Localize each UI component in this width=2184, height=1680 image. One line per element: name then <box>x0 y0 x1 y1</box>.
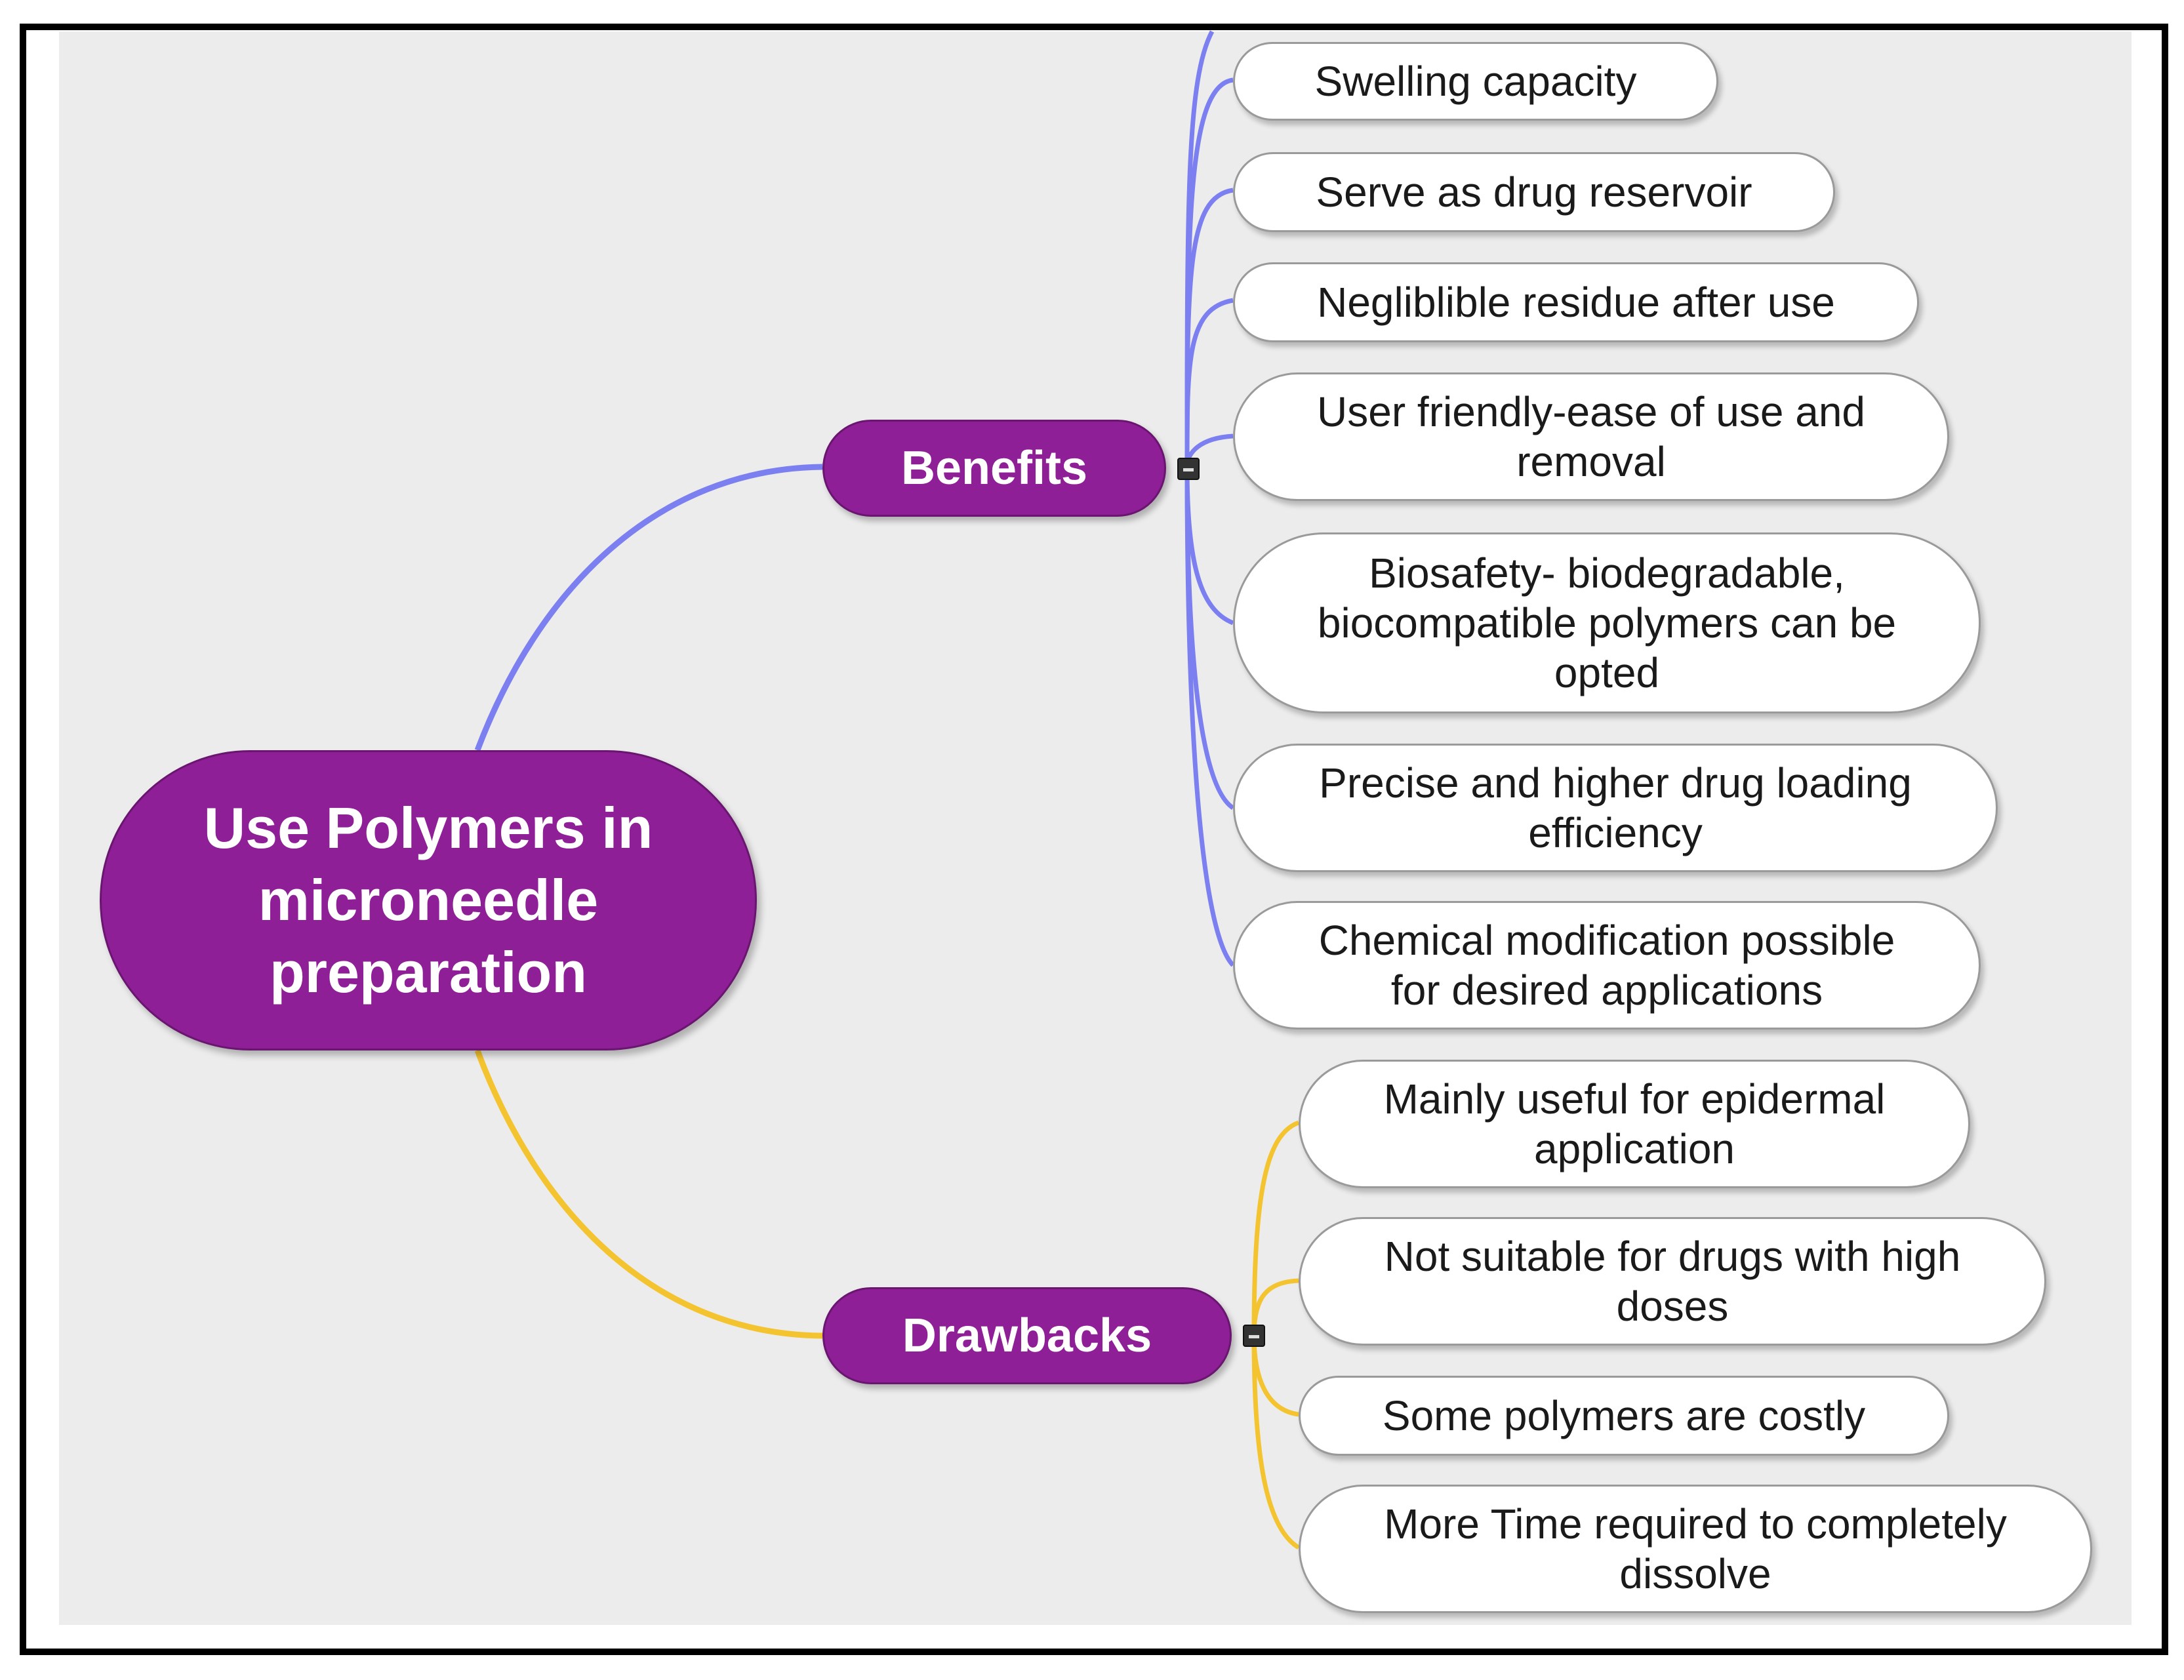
drawback-leaf[interactable]: Not suitable for drugs with high doses <box>1299 1217 2046 1346</box>
drawback-leaf-label: Mainly useful for epidermal application <box>1383 1075 1886 1172</box>
branch-benefits-label: Benefits <box>900 442 1088 494</box>
drawback-leaf[interactable]: Some polymers are costly <box>1299 1376 1949 1456</box>
root-node[interactable]: Use Polymers in microneedle preparation <box>100 750 757 1050</box>
benefit-leaf-label: Serve as drug reservoir <box>1316 169 1752 216</box>
benefit-leaf-label: Precise and higher drug loading efficien… <box>1319 759 1912 856</box>
benefit-leaf-label: Biosafety- biodegradable, biocompatible … <box>1317 550 1897 696</box>
root-benefits-connector <box>474 464 823 751</box>
benefits-leaf-connectors <box>1184 30 1235 967</box>
drawback-leaf[interactable]: Mainly useful for epidermal application <box>1299 1060 1970 1188</box>
benefit-leaf[interactable]: Biosafety- biodegradable, biocompatible … <box>1233 532 1981 713</box>
benefit-leaf[interactable]: Chemical modification possible for desir… <box>1233 901 1981 1030</box>
benefit-leaf-label: User friendly-ease of use and removal <box>1317 388 1865 485</box>
collapse-toggle-icon[interactable] <box>1177 458 1200 480</box>
benefit-leaf[interactable]: Precise and higher drug loading efficien… <box>1233 744 1998 872</box>
benefit-leaf-label: Negliblible residue after use <box>1317 279 1835 326</box>
drawbacks-leaf-connectors <box>1251 1120 1300 1550</box>
benefit-leaf[interactable]: Serve as drug reservoir <box>1233 152 1835 232</box>
benefit-leaf[interactable]: Negliblible residue after use <box>1233 262 1919 342</box>
root-drawbacks-connector <box>474 1049 823 1339</box>
benefit-leaf-label: Swelling capacity <box>1314 58 1637 105</box>
benefit-leaf[interactable]: Swelling capacity <box>1233 42 1718 121</box>
drawback-leaf[interactable]: More Time required to completely dissolv… <box>1299 1485 2092 1613</box>
drawback-leaf-label: Not suitable for drugs with high doses <box>1384 1233 1961 1330</box>
drawback-leaf-label: More Time required to completely dissolv… <box>1384 1500 2007 1597</box>
benefit-leaf[interactable]: User friendly-ease of use and removal <box>1233 372 1949 501</box>
root-label: Use Polymers in microneedle preparation <box>203 795 653 1005</box>
collapse-toggle-icon[interactable] <box>1243 1325 1265 1347</box>
drawback-leaf-label: Some polymers are costly <box>1382 1392 1866 1439</box>
benefit-leaf-label: Chemical modification possible for desir… <box>1318 917 1895 1014</box>
branch-benefits[interactable]: Benefits <box>822 420 1166 517</box>
branch-drawbacks-label: Drawbacks <box>902 1310 1152 1362</box>
branch-drawbacks[interactable]: Drawbacks <box>822 1287 1232 1384</box>
